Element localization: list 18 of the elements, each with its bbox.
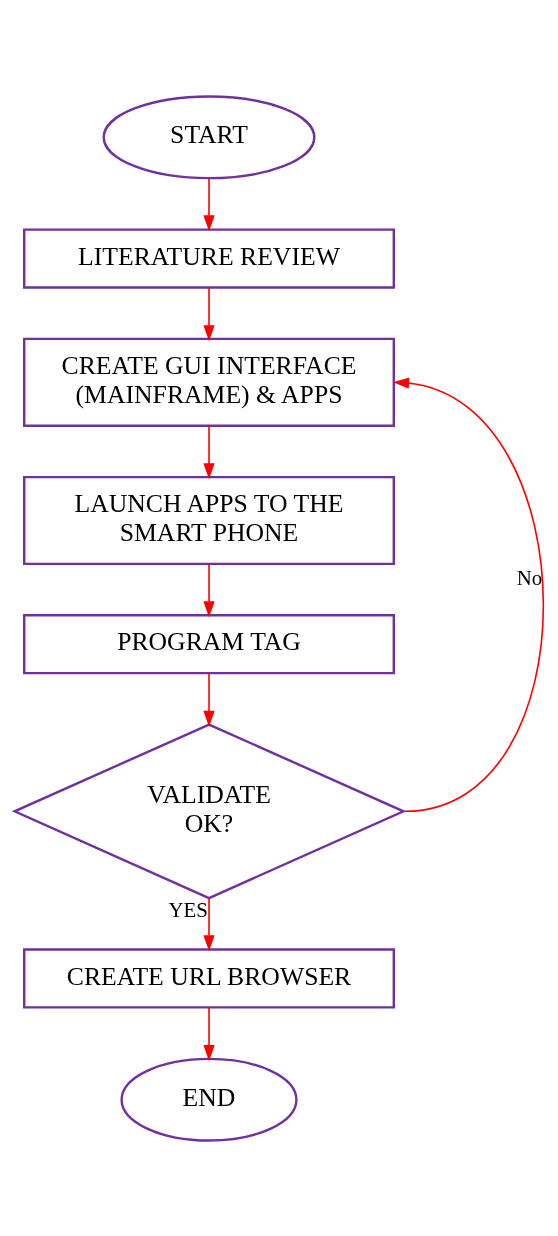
- arrow: [203, 424, 215, 479]
- node-diamond: VALIDATE OK?: [11, 722, 407, 899]
- arrow: [203, 562, 215, 617]
- arrow: [203, 896, 215, 951]
- arrow: [392, 376, 545, 812]
- arrow: [203, 286, 215, 341]
- node-ellipse: START: [102, 94, 316, 179]
- arrow: [203, 1006, 215, 1061]
- edge-label: No: [516, 565, 543, 590]
- node-box: CREATE GUI INTERFACE (MAINFRAME) & APPS: [23, 337, 395, 427]
- arrow: [203, 672, 215, 727]
- node-box: CREATE URL BROWSER: [23, 947, 395, 1009]
- node-box: LITERATURE REVIEW: [23, 227, 395, 289]
- node-box: PROGRAM TAG: [23, 613, 395, 674]
- node-box: LAUNCH APPS TO THE SMART PHONE: [23, 475, 395, 565]
- edge-label: YES: [168, 897, 208, 922]
- arrow: [203, 176, 215, 231]
- node-ellipse: END: [120, 1057, 298, 1142]
